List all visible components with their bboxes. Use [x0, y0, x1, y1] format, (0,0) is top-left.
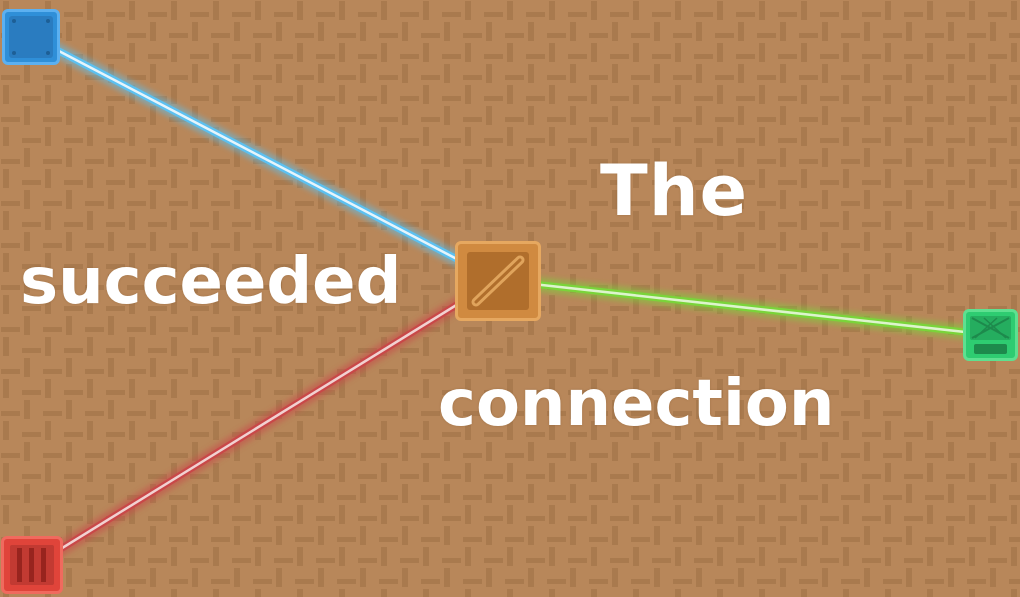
- cross-hatch-crate-icon: [970, 316, 1011, 354]
- red-laser-beam: [29, 274, 501, 572]
- word-succeeded: succeeded: [20, 245, 402, 319]
- green-laser-beam: [496, 273, 993, 342]
- blue-endpoint-crate[interactable]: [2, 9, 60, 65]
- green-endpoint-crate[interactable]: [963, 309, 1018, 361]
- red-endpoint-crate[interactable]: [1, 536, 63, 594]
- riveted-crate-icon: [9, 16, 53, 58]
- blue-laser-beam: [30, 31, 501, 287]
- slatted-crate-icon: [10, 545, 54, 585]
- word-the: The: [600, 150, 749, 232]
- word-connection: connection: [438, 367, 835, 441]
- hub-crate[interactable]: [455, 241, 541, 321]
- diagonal-slash-crate-icon: [467, 252, 529, 310]
